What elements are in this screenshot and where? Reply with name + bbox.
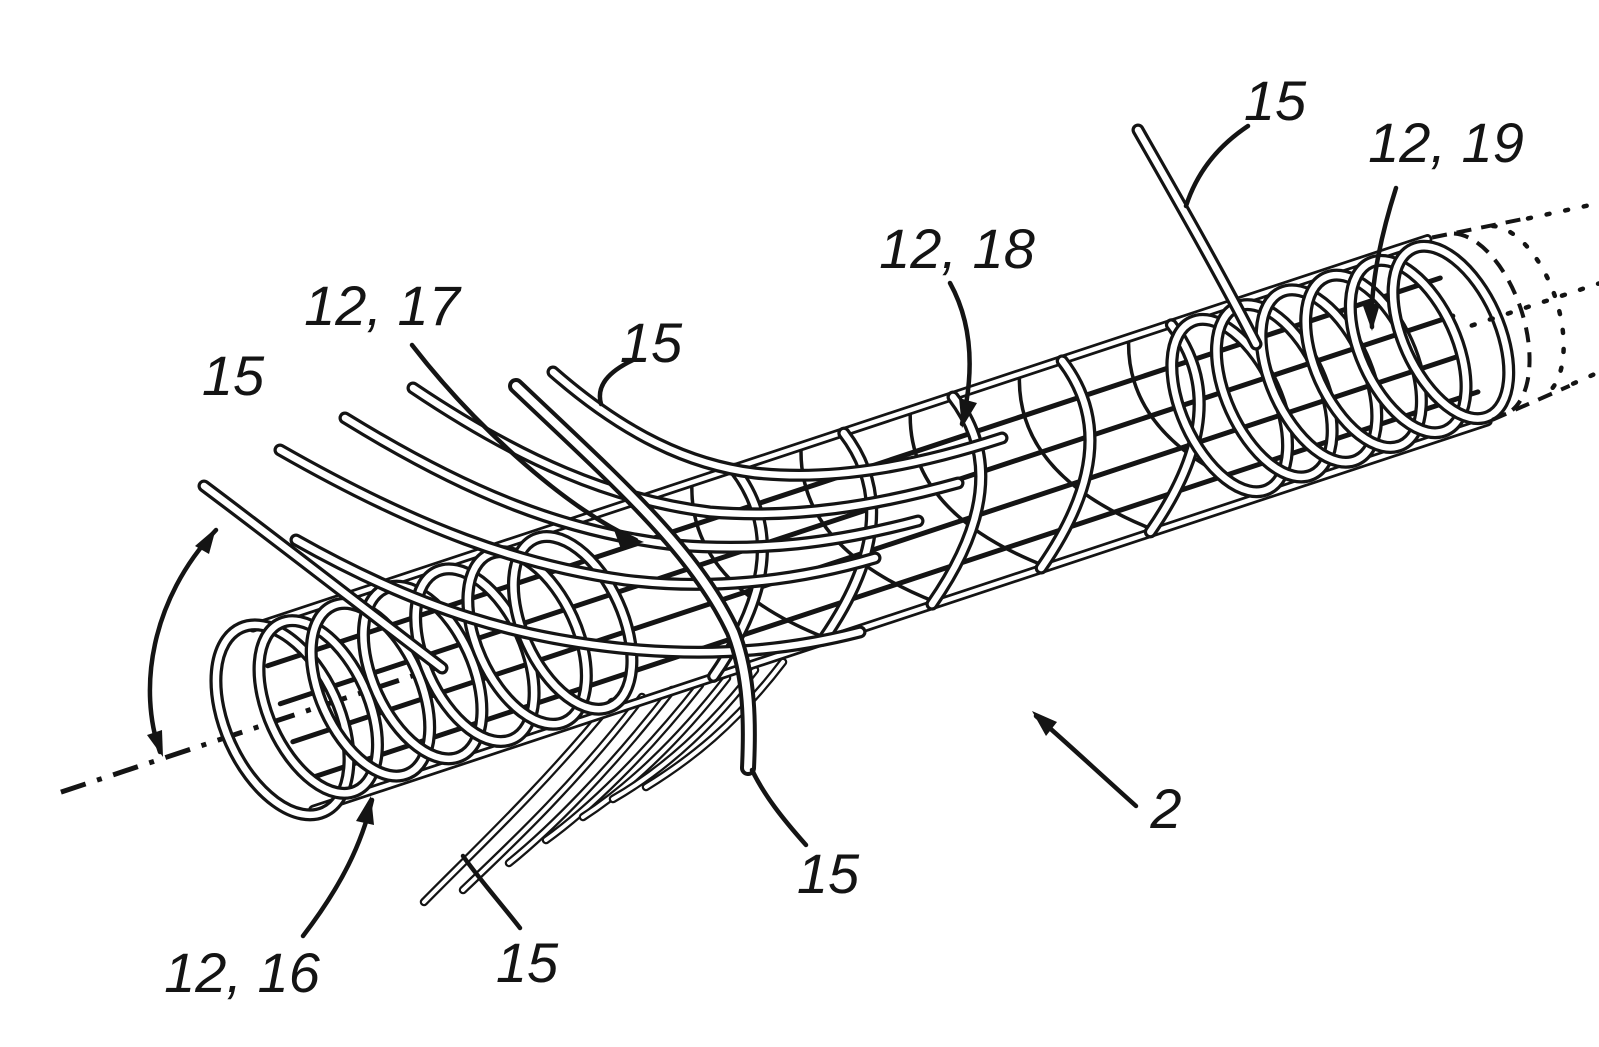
leader-15-middle <box>597 357 636 407</box>
arrowheads <box>147 303 1380 825</box>
label-12-16: 12, 16 <box>164 941 321 1004</box>
label-15-middle: 15 <box>620 311 683 374</box>
arrowhead-2 <box>1032 711 1057 736</box>
label-12-17: 12, 17 <box>304 274 462 337</box>
proximal-coil <box>209 530 639 822</box>
bottom-filament-ends <box>419 657 788 907</box>
distal-continuation-dashed <box>1431 202 1599 422</box>
label-12-19: 12, 19 <box>1368 111 1524 174</box>
labels: 15 12, 17 15 15 12, 18 12, 19 12, 16 15 … <box>164 69 1524 1004</box>
center-axis-proximal <box>60 666 436 795</box>
leader-lines <box>147 123 1399 939</box>
free-filament-ends <box>197 123 1263 776</box>
leader-15-bottom-right <box>749 767 809 848</box>
arrowhead-12-19 <box>1362 303 1380 331</box>
label-15-bottom-left: 15 <box>496 931 559 994</box>
device-body <box>209 202 1599 822</box>
arrowhead-angle-top <box>195 528 216 554</box>
label-15-upper-left: 15 <box>202 344 265 407</box>
label-2: 2 <box>1149 777 1181 840</box>
arrowhead-12-17 <box>614 530 644 549</box>
arrowhead-12-16 <box>356 796 374 825</box>
pitch-angle-arrow <box>147 527 219 755</box>
label-12-18: 12, 18 <box>879 217 1035 280</box>
arrowhead-angle-bottom <box>147 730 163 757</box>
leader-15-bottom-left <box>460 853 523 931</box>
leader-15-top <box>1183 123 1251 209</box>
arrowhead-12-18 <box>959 398 977 428</box>
label-15-top: 15 <box>1244 69 1307 132</box>
leader-12-17 <box>409 342 639 543</box>
label-15-bottom-right: 15 <box>797 842 860 905</box>
